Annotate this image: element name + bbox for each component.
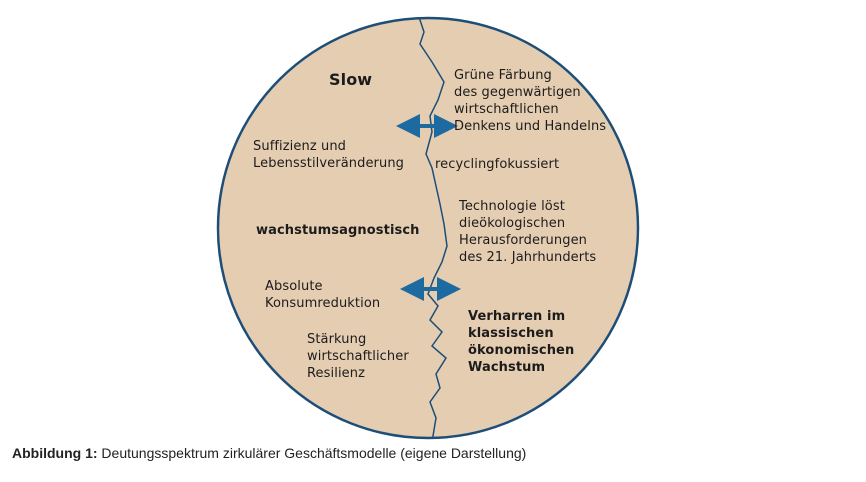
resilienz-label: Stärkung wirtschaftlicher Resilienz [307, 332, 409, 381]
caption-text: Deutungsspektrum zirkulärer Geschäftsmod… [97, 445, 527, 461]
divider-line [417, 18, 448, 438]
recyclingfokussiert-label: recyclingfokussiert [435, 157, 560, 172]
wachstumsagnostisch-label: wachstumsagnostisch [256, 223, 420, 238]
caption-label: Abbildung 1: [12, 445, 98, 461]
konsumreduktion-label: Absolute Konsumreduktion [265, 279, 381, 311]
spectrum-circle [216, 16, 640, 440]
technologie-label: Technologie löst dieökologischen Herausf… [459, 199, 597, 265]
suffizienz-label: Suffizienz und Lebensstilveränderung [253, 139, 405, 171]
gruene-faerbung-label: Grüne Färbung des gegenwärtigen wirtscha… [454, 68, 607, 134]
circle-diagram [216, 16, 640, 440]
slow-heading: Slow [329, 70, 373, 89]
figure-caption: Abbildung 1: Deutungsspektrum zirkulärer… [12, 445, 526, 461]
verharren-label: Verharren im klassischen ökonomischen Wa… [468, 309, 575, 375]
